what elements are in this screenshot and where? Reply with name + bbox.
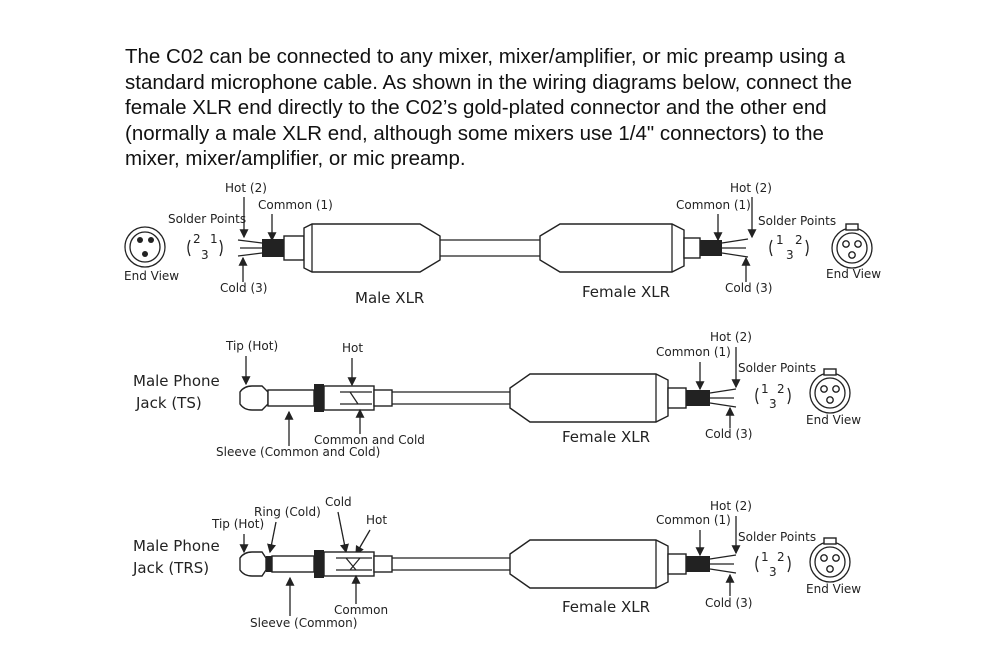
right-cold-label: Cold (3) <box>705 427 752 441</box>
male-xlr-label: Male XLR <box>355 289 424 307</box>
male-phone-label-line1: Male Phone <box>133 372 220 390</box>
svg-text:3: 3 <box>769 565 777 579</box>
intro-paragraph: The C02 can be connected to any mixer, m… <box>125 44 925 172</box>
sleeve-label: Sleeve (Common) <box>250 616 357 630</box>
right-end-view-label: End View <box>806 413 861 427</box>
right-hot-label: Hot (2) <box>710 330 752 344</box>
tip-hot-label: Tip (Hot) <box>225 339 278 353</box>
left-cold-label: Cold (3) <box>220 281 267 295</box>
right-cold-label: Cold (3) <box>725 281 772 295</box>
common-and-cold-label: Common and Cold <box>314 433 425 447</box>
female-xlr-label: Female XLR <box>582 283 670 301</box>
left-hot-label: Hot (2) <box>225 181 267 195</box>
tip-hot-label: Tip (Hot) <box>211 517 264 531</box>
right-hot-label: Hot (2) <box>710 499 752 513</box>
right-common-label: Common (1) <box>656 345 731 359</box>
intro-line: The C02 can be connected to any mixer, m… <box>125 45 846 68</box>
right-end-view-label: End View <box>826 267 881 281</box>
svg-text:1: 1 <box>776 233 784 247</box>
hot-label: Hot <box>366 513 387 527</box>
female-xlr-connector <box>539 223 685 273</box>
right-common-label: Common (1) <box>676 198 751 212</box>
intro-line: female XLR end directly to the C02’s gol… <box>125 96 827 119</box>
svg-text:2: 2 <box>777 550 785 564</box>
female-xlr-connector <box>509 539 669 589</box>
female-xlr-label: Female XLR <box>562 598 650 616</box>
right-end-view-label: End View <box>806 582 861 596</box>
right-solder-points-label: Solder Points <box>758 214 836 228</box>
male-phone-label-line2: Jack (TRS) <box>132 559 209 577</box>
intro-line: standard microphone cable. As shown in t… <box>125 70 853 94</box>
right-solder-points-icon: 1 2 3 <box>769 233 809 262</box>
right-solder-points-label: Solder Points <box>738 530 816 544</box>
svg-text:3: 3 <box>769 397 777 411</box>
svg-text:3: 3 <box>201 248 209 262</box>
male-xlr-connector <box>303 223 441 273</box>
intro-line: mixer, mixer/amplifier, or mic preamp. <box>125 147 466 170</box>
left-solder-points-icon: 2 1 3 <box>187 232 223 262</box>
common-label: Common <box>334 603 388 617</box>
svg-text:2: 2 <box>777 382 785 396</box>
left-end-view-label: End View <box>124 269 179 283</box>
trs-phone-plug <box>239 550 393 578</box>
right-end-view-icon <box>831 223 873 269</box>
right-cold-label: Cold (3) <box>705 596 752 610</box>
male-phone-label-line2: Jack (TS) <box>135 394 202 412</box>
right-solder-points-icon: 1 2 3 <box>755 550 791 579</box>
ring-cold-label: Ring (Cold) <box>254 505 321 519</box>
hot-label: Hot <box>342 341 363 355</box>
female-xlr-connector <box>509 373 669 423</box>
right-hot-label: Hot (2) <box>730 181 772 195</box>
diagram-trs-to-xlr: Male Phone Jack (TRS) Tip (Hot) Ring (Co… <box>132 495 861 630</box>
diagram-xlr-to-xlr: End View 2 1 3 Solder Points Hot (2) Com… <box>124 181 881 307</box>
left-common-label: Common (1) <box>258 198 333 212</box>
svg-text:3: 3 <box>786 248 794 262</box>
svg-text:1: 1 <box>761 382 769 396</box>
svg-text:1: 1 <box>210 232 218 246</box>
svg-text:2: 2 <box>795 233 803 247</box>
left-solder-points-label: Solder Points <box>168 212 246 226</box>
right-solder-points-icon: 1 2 3 <box>755 382 791 411</box>
right-end-view-icon <box>809 368 851 414</box>
ts-phone-plug <box>239 384 393 412</box>
right-end-view-icon <box>809 537 851 583</box>
male-phone-label-line1: Male Phone <box>133 537 220 555</box>
intro-line: (normally a male XLR end, although some … <box>125 121 824 145</box>
sleeve-label: Sleeve (Common and Cold) <box>216 445 380 459</box>
diagram-ts-to-xlr: Male Phone Jack (TS) Tip (Hot) Hot Commo… <box>133 330 861 459</box>
svg-text:1: 1 <box>761 550 769 564</box>
right-common-label: Common (1) <box>656 513 731 527</box>
svg-text:2: 2 <box>193 232 201 246</box>
female-xlr-label: Female XLR <box>562 428 650 446</box>
cold-label: Cold <box>325 495 352 509</box>
left-end-view-icon <box>124 226 166 268</box>
right-solder-points-label: Solder Points <box>738 361 816 375</box>
